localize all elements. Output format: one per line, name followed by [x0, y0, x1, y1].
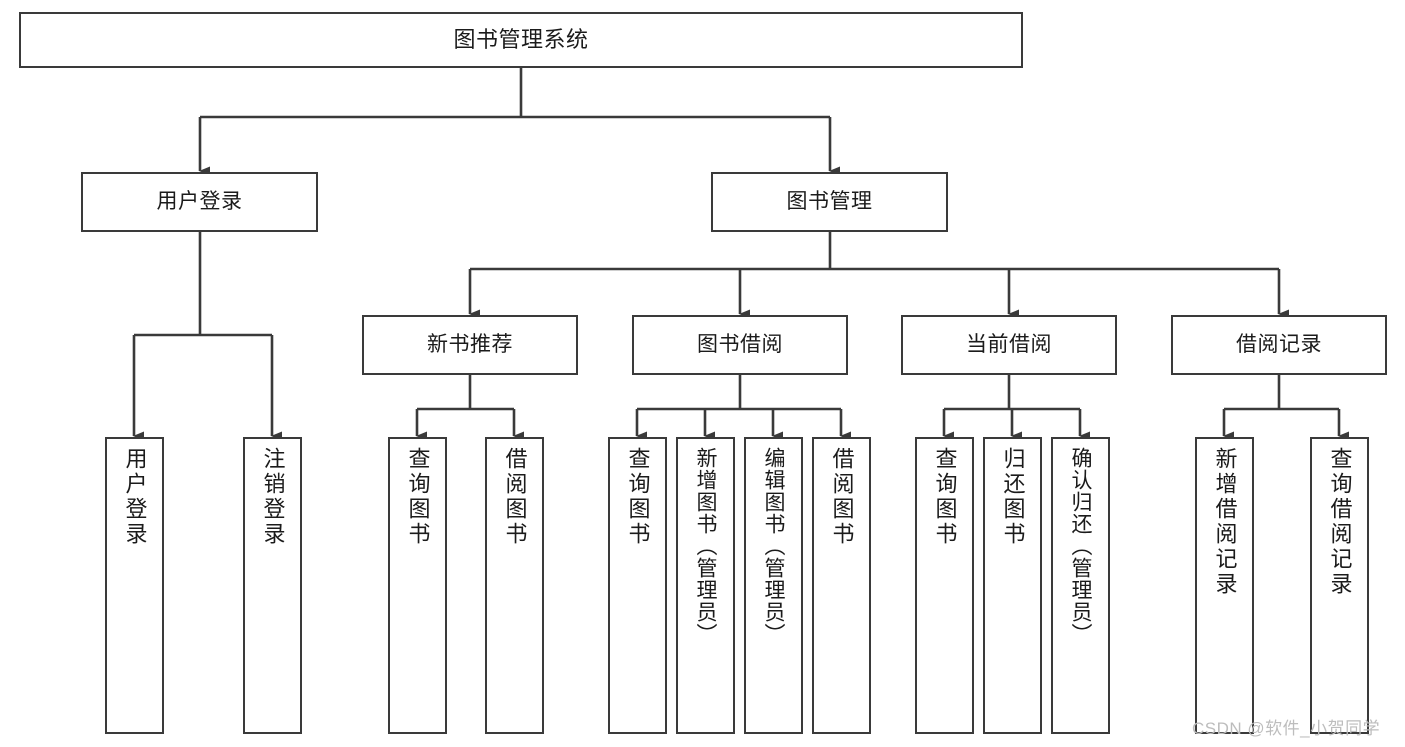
node-label: 用户登录 [156, 189, 243, 213]
node-leaf-return-book[interactable]: 归还图书 [983, 437, 1042, 734]
node-current-borrow[interactable]: 当前借阅 [901, 315, 1117, 375]
node-label: 归还图书 [1000, 447, 1026, 547]
node-label: 借阅记录 [1236, 332, 1322, 356]
node-leaf-borrow-book-2[interactable]: 借阅图书 [812, 437, 871, 734]
node-label: 新增图书（管理员） [694, 447, 717, 645]
node-leaf-add-record[interactable]: 新增借阅记录 [1195, 437, 1254, 734]
node-label: 查询借阅记录 [1327, 447, 1353, 597]
node-label: 当前借阅 [966, 332, 1052, 356]
node-leaf-query-book-3[interactable]: 查询图书 [915, 437, 974, 734]
node-user-login[interactable]: 用户登录 [81, 172, 318, 232]
node-leaf-query-book-1[interactable]: 查询图书 [388, 437, 447, 734]
node-label: 查询图书 [625, 447, 651, 547]
node-leaf-add-book[interactable]: 新增图书（管理员） [676, 437, 735, 734]
node-label: 图书管理 [786, 189, 873, 213]
node-label: 查询图书 [405, 447, 431, 547]
node-leaf-confirm-return[interactable]: 确认归还（管理员） [1051, 437, 1110, 734]
node-leaf-query-book-2[interactable]: 查询图书 [608, 437, 667, 734]
node-label: 新书推荐 [427, 332, 513, 356]
node-new-book-recommend[interactable]: 新书推荐 [362, 315, 578, 375]
node-root-system[interactable]: 图书管理系统 [19, 12, 1023, 68]
node-label: 编辑图书（管理员） [762, 447, 785, 645]
node-book-management[interactable]: 图书管理 [711, 172, 948, 232]
node-book-borrow[interactable]: 图书借阅 [632, 315, 848, 375]
node-label: 注销登录 [260, 447, 286, 547]
node-label: 确认归还（管理员） [1069, 447, 1092, 645]
node-leaf-query-record[interactable]: 查询借阅记录 [1310, 437, 1369, 734]
node-label: 图书管理系统 [453, 27, 589, 53]
node-label: 图书借阅 [697, 332, 783, 356]
node-leaf-borrow-book-1[interactable]: 借阅图书 [485, 437, 544, 734]
node-leaf-edit-book[interactable]: 编辑图书（管理员） [744, 437, 803, 734]
node-leaf-user-login[interactable]: 用户登录 [105, 437, 164, 734]
node-label: 借阅图书 [502, 447, 528, 547]
node-label: 新增借阅记录 [1212, 447, 1238, 597]
node-leaf-logout[interactable]: 注销登录 [243, 437, 302, 734]
node-label: 查询图书 [932, 447, 958, 547]
node-borrow-record[interactable]: 借阅记录 [1171, 315, 1387, 375]
csdn-watermark: CSDN @软件_小贺同学 [1192, 719, 1381, 738]
connector-lines [132, 68, 1349, 441]
node-label: 借阅图书 [829, 447, 855, 547]
node-label: 用户登录 [122, 447, 148, 547]
